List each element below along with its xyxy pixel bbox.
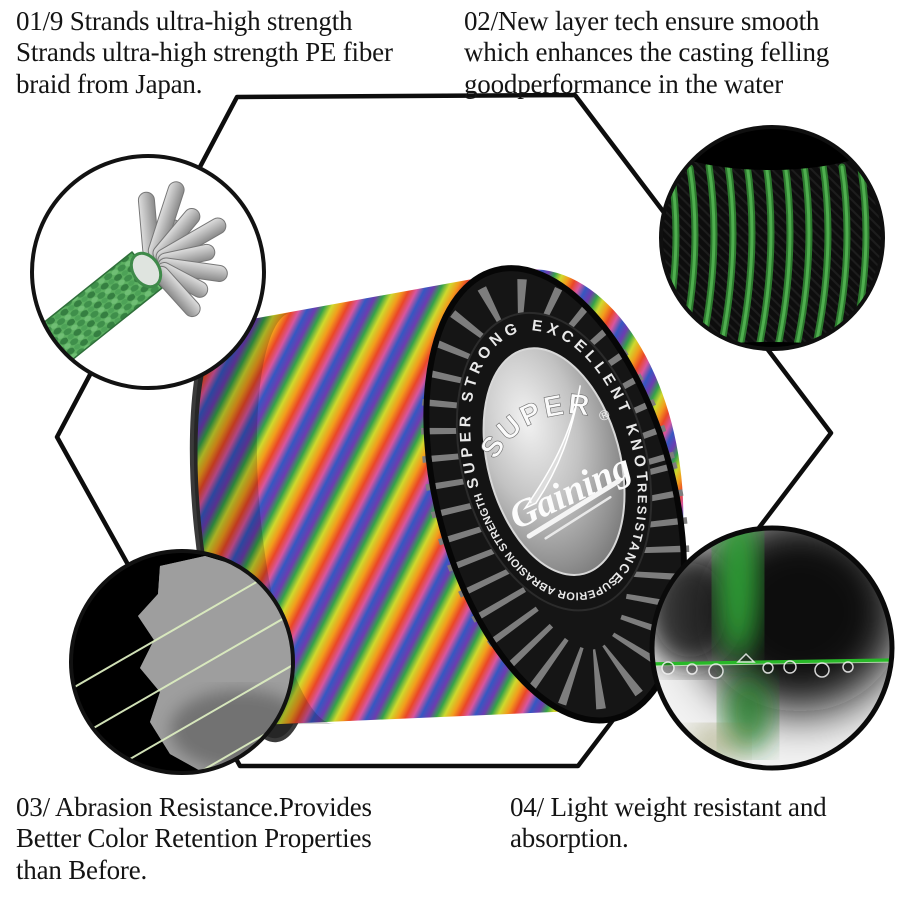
swoosh-icon xyxy=(522,385,582,511)
inset-rock-abrasion-photo xyxy=(69,549,295,775)
callout-2-layer-tech: 02/New layer tech ensure smooth which en… xyxy=(464,6,830,99)
inset-9-strands-photo xyxy=(30,154,266,390)
callout-3-abrasion: 03/ Abrasion Resistance.Provides Better … xyxy=(16,792,372,885)
hexagon-outline xyxy=(54,92,834,769)
braid-end-collar xyxy=(129,251,163,289)
brand-underline xyxy=(526,478,621,539)
callout-1-strands: 01/9 Strands ultra-high strength Strands… xyxy=(16,6,393,99)
callout-4-lightweight: 04/ Light weight resistant and absorptio… xyxy=(510,792,827,854)
fishing-line-on-water xyxy=(652,658,892,666)
spool-illustration: SUPER STRONG EXCELLENT KNOT RESISTANCE S… xyxy=(189,265,690,743)
inset-waterline-photo xyxy=(649,525,895,771)
water-droplets xyxy=(661,652,854,679)
inset-coiled-line-photo xyxy=(659,125,885,351)
